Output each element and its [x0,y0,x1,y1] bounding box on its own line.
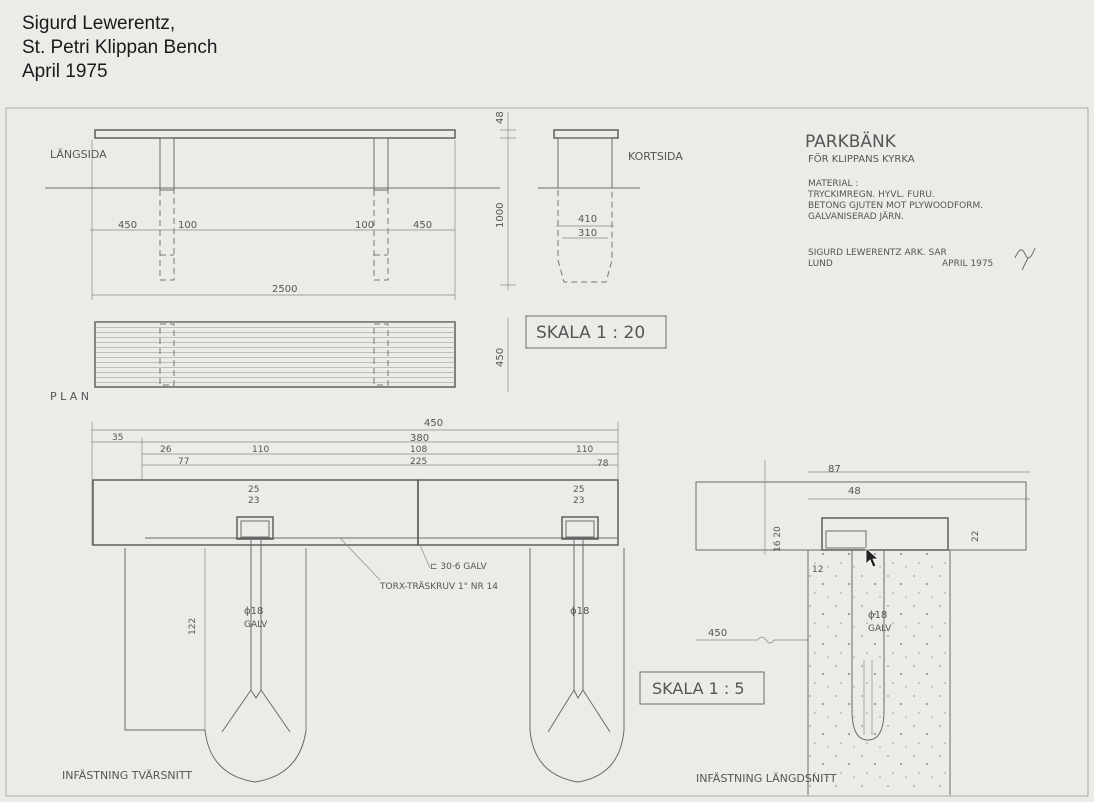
caption-line-2: St. Petri Klippan Bench [22,37,218,58]
dim-s26: 26 [160,445,172,455]
dim-410: 410 [578,214,597,225]
dim-s110b: 110 [576,445,593,455]
dim-450-plan: 450 [495,348,506,367]
dim-l1620: 16 20 [773,526,783,552]
rod-label-2: ϕ18 [570,606,589,617]
dim-1000: 1000 [495,203,506,228]
dim-s77: 77 [178,457,189,467]
right-leg [373,137,389,191]
callout-screw: TORX-TRÄSKRUV 1" NR 14 [379,581,498,592]
dim-100-left: 100 [178,220,197,231]
label-infastning-tvarsnitt: INFÄSTNING TVÄRSNITT [62,769,192,782]
material-line-2: BETONG GJUTEN MOT PLYWOODFORM. [808,201,983,211]
label-kortsida: KORTSIDA [628,150,683,163]
dim-s23b: 23 [573,496,584,506]
dim-s25a: 25 [248,485,259,495]
dim-s78: 78 [597,459,609,469]
dim-l12: 12 [812,565,823,575]
material-line-3: GALVANISERAD JÄRN. [808,211,904,222]
dim-s108: 108 [410,445,427,455]
signature-scribble [1014,247,1036,271]
side-elevation: LÄNGSIDA 450 100 100 450 2500 48 1000 [45,111,516,300]
longitudinal-section: 87 48 16 20 22 12 ϕ18 GALV 450 INFÄSTNIN… [695,460,1030,795]
signature-line-2: LUND [808,259,833,269]
title-block: PARKBÄNK FÖR KLIPPANS KYRKA MATERIAL : T… [805,131,1036,271]
dim-450-left: 450 [118,220,137,231]
scale-box-1-20 [525,315,667,349]
label-plan: P L A N [50,390,89,403]
label-langsida: LÄNGSIDA [50,148,107,161]
dim-s23a: 23 [248,496,259,506]
rod-galv-3: GALV [868,624,892,634]
dim-s35: 35 [112,433,123,443]
dim-2500: 2500 [272,284,297,295]
caption-line-3: April 1975 [22,61,108,82]
mouse-pointer-icon [865,547,880,568]
right-leg-buried [373,190,389,281]
dim-l22: 22 [971,531,981,542]
material-line-1: TRYCKIMREGN. HYVL. FURU. [807,190,935,200]
dim-310: 310 [578,228,597,239]
dim-s380: 380 [410,433,429,444]
dim-s225: 225 [410,457,427,467]
dim-l450: 450 [708,628,727,639]
dim-450-right: 450 [413,220,432,231]
dim-l48: 48 [848,486,861,497]
dim-s25b: 25 [573,485,584,495]
end-elevation: KORTSIDA 410 310 [538,129,683,283]
signature-line-1: SIGURD LEWERENTZ ARK. SAR [808,248,947,258]
rod-galv-1: GALV [244,620,268,630]
dim-48-top: 48 [495,111,506,124]
rod-label-3: ϕ18 [868,610,887,621]
dim-s450: 450 [424,418,443,429]
signature-date: APRIL 1975 [942,259,993,269]
dim-s122: 122 [188,618,198,635]
cross-section: 450 35 380 26 110 108 110 77 225 78 25 2… [62,418,625,783]
dim-s110a: 110 [252,445,269,455]
dim-100-right: 100 [355,220,374,231]
material-label: MATERIAL : [808,179,858,189]
title-parkbank: PARKBÄNK [805,131,897,152]
sheet-border [5,107,1089,797]
callout-galv-bolt: ⊏ 30·6 GALV [430,562,487,572]
dim-l87: 87 [828,464,841,475]
bench-seat-elevation [94,129,456,139]
caption-line-1: Sigurd Lewerentz, [22,13,176,34]
subtitle: FÖR KLIPPANS KYRKA [808,152,915,165]
plan-view: 450 P L A N [50,318,509,403]
rod-label-1: ϕ18 [244,606,263,617]
label-infastning-langdsnitt: INFÄSTNING LÄNGDSNITT [696,772,837,785]
left-leg-buried [159,190,175,281]
scale-label-1-5: SKALA 1 : 5 [652,679,745,698]
left-leg [159,137,175,191]
scale-label-1-20: SKALA 1 : 20 [536,323,645,343]
image-caption: Sigurd Lewerentz, St. Petri Klippan Benc… [22,12,217,84]
scale-box-1-5 [639,671,765,705]
